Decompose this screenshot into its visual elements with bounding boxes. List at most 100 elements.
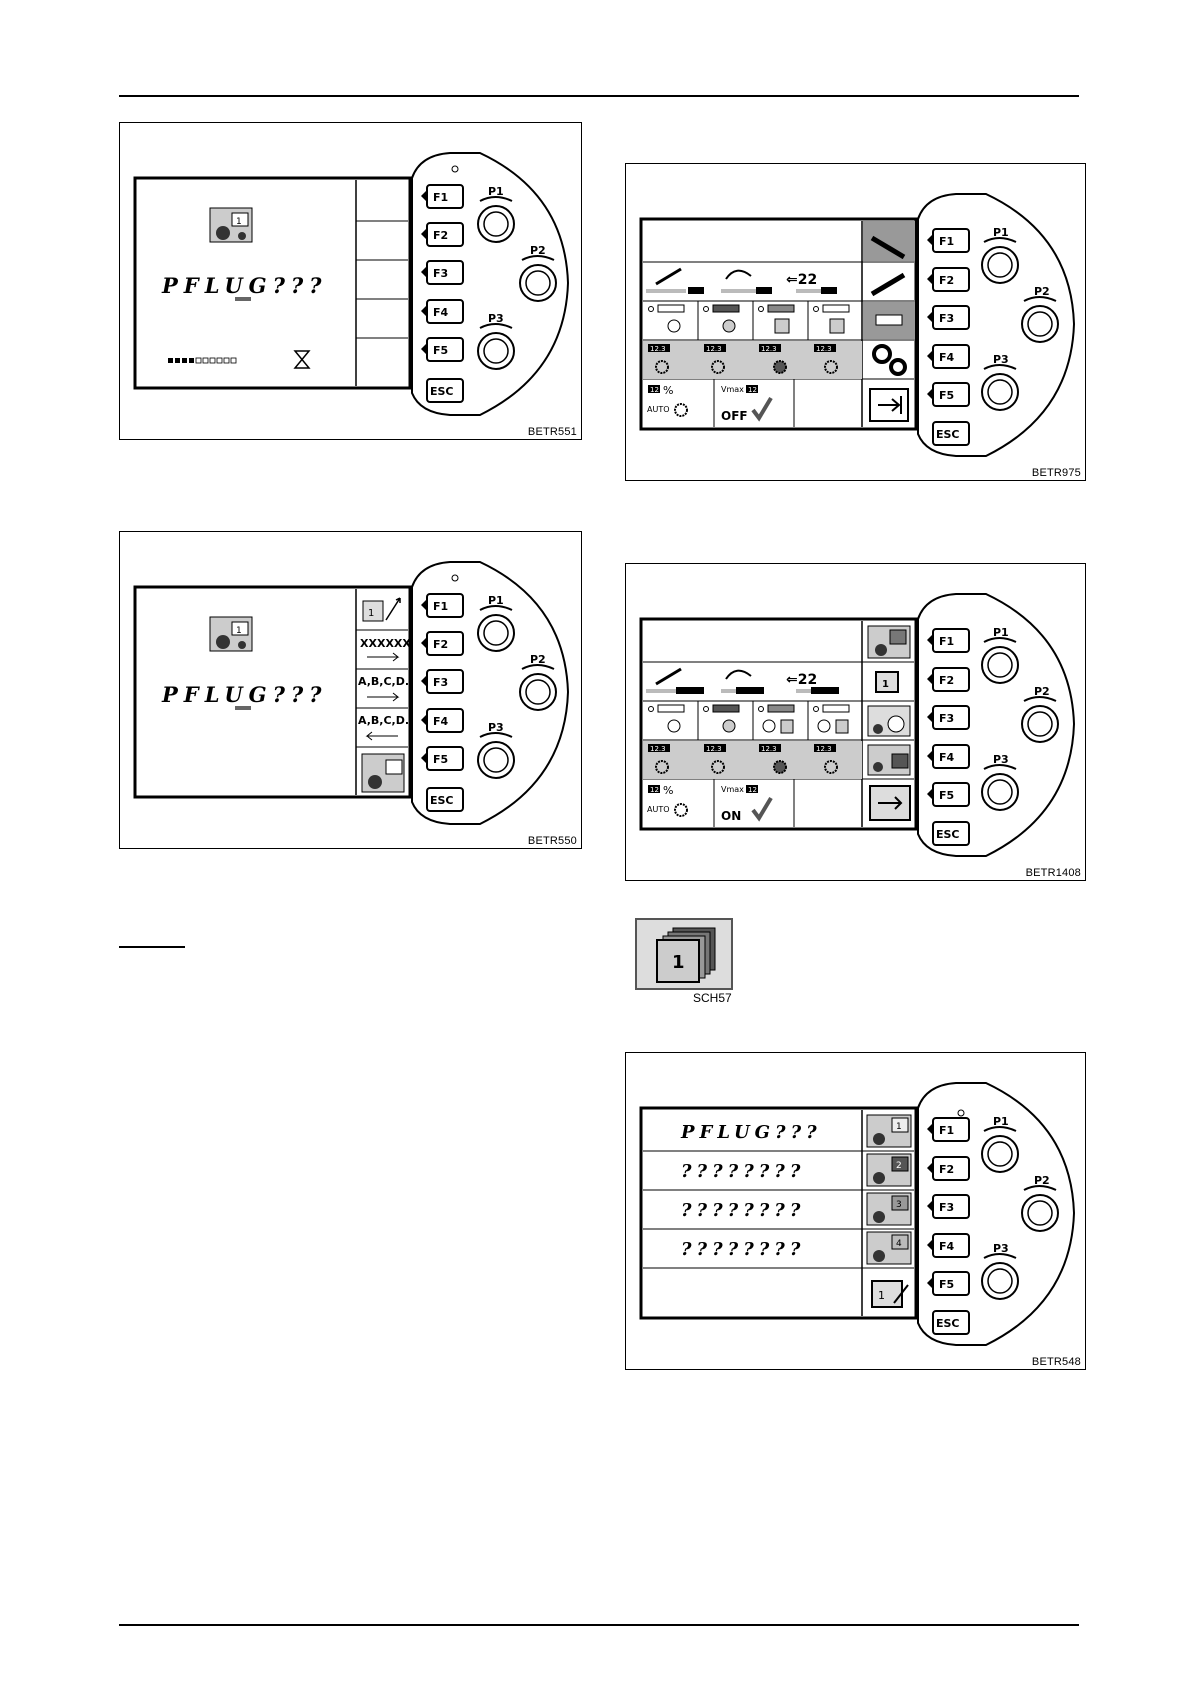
figure-betr550: 1 PFLUG??? 1 XXXXXX A,B,C,D... A,B,C,D..… bbox=[119, 531, 582, 849]
esc-key[interactable]: ESC bbox=[426, 378, 464, 403]
svg-text:P2: P2 bbox=[530, 653, 546, 666]
svg-text:F2: F2 bbox=[939, 274, 954, 287]
svg-text:F1: F1 bbox=[939, 635, 954, 648]
svg-text:4: 4 bbox=[896, 1239, 902, 1249]
figure-code: BETR1408 bbox=[1025, 867, 1081, 879]
svg-text:12.3: 12.3 bbox=[761, 345, 777, 353]
f3-key[interactable]: F3 bbox=[927, 705, 970, 730]
f1-key[interactable]: F1 bbox=[927, 628, 970, 653]
svg-text:F3: F3 bbox=[433, 267, 448, 280]
p3-knob[interactable]: P3 bbox=[477, 721, 515, 779]
p1-knob[interactable]: P1 bbox=[477, 594, 515, 652]
svg-text:12.3: 12.3 bbox=[650, 745, 666, 753]
svg-text:F3: F3 bbox=[939, 312, 954, 325]
tractor-4-icon: 4 bbox=[866, 1231, 912, 1265]
esc-key[interactable]: ESC bbox=[932, 1310, 970, 1335]
esc-key[interactable]: ESC bbox=[932, 421, 970, 446]
f2-key[interactable]: F2 bbox=[421, 631, 464, 656]
f3-key[interactable]: F3 bbox=[927, 305, 970, 330]
p3-knob[interactable]: P3 bbox=[477, 312, 515, 370]
svg-text:%: % bbox=[663, 384, 673, 397]
figure-code: BETR548 bbox=[1031, 1356, 1081, 1368]
svg-text:F3: F3 bbox=[939, 1201, 954, 1214]
p3-knob[interactable]: P3 bbox=[981, 1242, 1019, 1300]
implement-name: PFLUG??? bbox=[161, 273, 327, 298]
tractor-settings-icon bbox=[867, 625, 911, 659]
icon-code: SCH57 bbox=[693, 991, 732, 1005]
p1-knob[interactable]: P1 bbox=[981, 626, 1019, 684]
svg-text:P2: P2 bbox=[1034, 1174, 1050, 1187]
svg-text:F4: F4 bbox=[433, 715, 449, 728]
f2-key[interactable]: F2 bbox=[421, 222, 464, 247]
esc-key[interactable]: ESC bbox=[932, 821, 970, 846]
p3-knob[interactable]: P3 bbox=[981, 353, 1019, 411]
esc-key[interactable]: ESC bbox=[426, 787, 464, 812]
book-icon bbox=[869, 785, 911, 821]
memory-icon: 1 bbox=[875, 671, 899, 693]
svg-text:P3: P3 bbox=[488, 312, 504, 325]
f4-key[interactable]: F4 bbox=[927, 1233, 970, 1258]
cursor bbox=[235, 297, 251, 301]
progress-bar bbox=[168, 357, 237, 364]
auto-label: AUTO bbox=[647, 405, 670, 414]
p2-knob[interactable]: P2 bbox=[1021, 685, 1059, 743]
svg-text:1: 1 bbox=[896, 1122, 902, 1132]
p1-knob[interactable]: P1 bbox=[981, 1115, 1019, 1173]
svg-text:F5: F5 bbox=[939, 1278, 954, 1291]
svg-text:1: 1 bbox=[368, 608, 374, 619]
p2-knob[interactable]: P2 bbox=[1021, 285, 1059, 343]
hitch-icon bbox=[648, 304, 685, 333]
svg-text:F1: F1 bbox=[433, 600, 448, 613]
svg-text:12.3: 12.3 bbox=[816, 745, 832, 753]
svg-text:12.3: 12.3 bbox=[761, 745, 777, 753]
f5-key[interactable]: F5 bbox=[927, 1271, 970, 1296]
f5-key[interactable]: F5 bbox=[927, 382, 970, 407]
p1-knob[interactable]: P1 bbox=[981, 226, 1019, 284]
f3-key[interactable]: F3 bbox=[421, 260, 464, 285]
f1-key[interactable]: F1 bbox=[421, 184, 464, 209]
f2-key[interactable]: F2 bbox=[927, 667, 970, 692]
p2-knob[interactable]: P2 bbox=[519, 653, 557, 711]
p2-knob[interactable]: P2 bbox=[1021, 1174, 1059, 1232]
svg-text:F3: F3 bbox=[939, 712, 954, 725]
svg-text:ESC: ESC bbox=[430, 794, 454, 807]
svg-text:F5: F5 bbox=[939, 789, 954, 802]
f1-key[interactable]: F1 bbox=[927, 228, 970, 253]
f4-key[interactable]: F4 bbox=[927, 344, 970, 369]
svg-text:⇐22: ⇐22 bbox=[786, 672, 817, 688]
f3-key[interactable]: F3 bbox=[421, 669, 464, 694]
hourglass-icon bbox=[293, 350, 311, 369]
svg-text:12.3: 12.3 bbox=[816, 345, 832, 353]
svg-text:⇐22: ⇐22 bbox=[786, 272, 817, 288]
f4-key[interactable]: F4 bbox=[421, 708, 464, 733]
p3-knob[interactable]: P3 bbox=[981, 753, 1019, 811]
f2-key[interactable]: F2 bbox=[927, 1156, 970, 1181]
p1-knob[interactable]: P1 bbox=[477, 185, 515, 243]
svg-text:P1: P1 bbox=[993, 626, 1009, 639]
f1-key[interactable]: F1 bbox=[421, 593, 464, 618]
svg-text:P2: P2 bbox=[530, 244, 546, 257]
edit-memory-icon: 1 bbox=[871, 1280, 909, 1308]
gears-icon bbox=[872, 344, 907, 376]
f1-key[interactable]: F1 bbox=[927, 1117, 970, 1142]
svg-text:P3: P3 bbox=[993, 753, 1009, 766]
f3-key[interactable]: F3 bbox=[927, 1194, 970, 1219]
memory-row-1: PFLUG??? bbox=[680, 1122, 822, 1143]
f5-key[interactable]: F5 bbox=[927, 782, 970, 807]
p2-knob[interactable]: P2 bbox=[519, 244, 557, 302]
svg-text:12.3: 12.3 bbox=[706, 345, 722, 353]
f5-key[interactable]: F5 bbox=[421, 746, 464, 771]
svg-text:P1: P1 bbox=[993, 226, 1009, 239]
svg-text:F4: F4 bbox=[939, 1240, 955, 1253]
f2-key[interactable]: F2 bbox=[927, 267, 970, 292]
f5-key[interactable]: F5 bbox=[421, 337, 464, 362]
clock-icon bbox=[758, 704, 795, 734]
svg-text:F4: F4 bbox=[939, 751, 955, 764]
f4-key[interactable]: F4 bbox=[927, 744, 970, 769]
cursor bbox=[235, 706, 251, 710]
tractor-icon: 1 bbox=[209, 207, 253, 243]
svg-text:1: 1 bbox=[882, 679, 889, 690]
softkey-abcd-forward: A,B,C,D... bbox=[358, 675, 417, 688]
f4-key[interactable]: F4 bbox=[421, 299, 464, 324]
